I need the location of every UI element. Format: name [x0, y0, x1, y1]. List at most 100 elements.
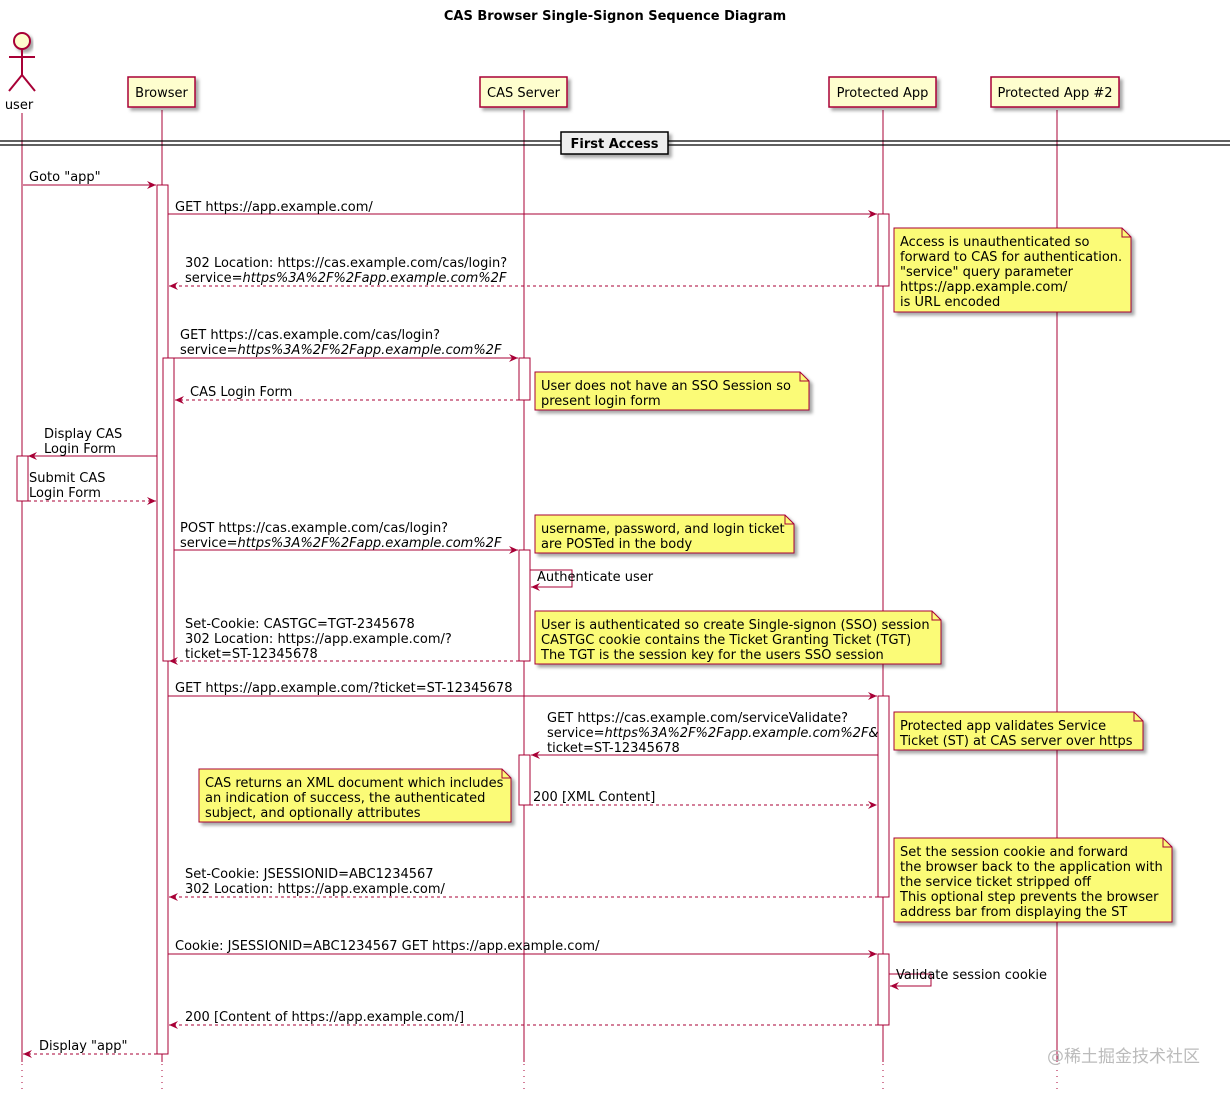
note-text: User is authenticated so create Single-s…	[541, 618, 930, 633]
note-text: CASTGC cookie contains the Ticket Granti…	[541, 633, 911, 648]
message-text: ticket=ST-12345678	[547, 741, 680, 756]
message-text: 200 [XML Content]	[533, 790, 655, 805]
note-text: the browser back to the application with	[900, 860, 1163, 875]
service-encoded: https%3A%2F%2Fapp.example.com%2F	[242, 271, 506, 286]
message-text-service: service=https%3A%2F%2Fapp.example.com%2F	[185, 271, 507, 286]
note-2: User does not have an SSO Session sopres…	[534, 371, 810, 411]
activations	[16, 184, 890, 1055]
note-text: are POSTed in the body	[541, 537, 693, 552]
note-text: an indication of success, the authentica…	[205, 791, 485, 806]
message-text: 302 Location: https://app.example.com/?	[185, 632, 452, 647]
message-15: Cookie: JSESSIONID=ABC1234567 GET https:…	[168, 939, 877, 958]
participant-protected-app: Protected App	[828, 76, 937, 108]
note-text: "service" query parameter	[900, 265, 1074, 280]
actor-user: user	[5, 32, 36, 113]
message-17: 200 [Content of https://app.example.com/…	[169, 1010, 878, 1029]
message-2: GET https://app.example.com/	[168, 200, 877, 218]
message-text: 302 Location: https://cas.example.com/ca…	[185, 256, 507, 271]
message-9: Authenticate user	[530, 569, 654, 591]
message-11: GET https://app.example.com/?ticket=ST-1…	[168, 681, 877, 700]
note-text: Protected app validates Service	[900, 719, 1106, 734]
service-prefix: service=	[547, 726, 604, 741]
message-text: GET https://cas.example.com/serviceValid…	[547, 711, 848, 726]
message-12: GET https://cas.example.com/serviceValid…	[531, 711, 879, 759]
message-text: Login Form	[44, 442, 116, 457]
activation-app-2	[877, 695, 890, 898]
note-4: User is authenticated so create Single-s…	[534, 610, 942, 665]
activation-cas-1	[518, 357, 531, 401]
activation-user	[16, 455, 29, 502]
message-text: Cookie: JSESSIONID=ABC1234567 GET https:…	[175, 939, 600, 954]
message-3: 302 Location: https://cas.example.com/ca…	[169, 256, 878, 290]
message-text: GET https://cas.example.com/cas/login?	[180, 328, 440, 343]
message-text: 302 Location: https://app.example.com/	[185, 882, 445, 897]
message-text-service: service=https%3A%2F%2Fapp.example.com%2F	[180, 343, 502, 358]
message-4: GET https://cas.example.com/cas/login?se…	[174, 328, 518, 362]
note-text: forward to CAS for authentication.	[900, 250, 1122, 265]
message-8: POST https://cas.example.com/cas/login?s…	[174, 521, 518, 554]
note-text: Access is unauthenticated so	[900, 235, 1089, 250]
note-text: https://app.example.com/	[900, 280, 1068, 295]
message-text-service: service=https%3A%2F%2Fapp.example.com%2F	[180, 536, 502, 551]
message-text: Set-Cookie: JSESSIONID=ABC1234567	[185, 867, 434, 882]
message-text: Goto "app"	[29, 170, 101, 185]
note-6: CAS returns an XML document which includ…	[198, 768, 512, 823]
message-text: ticket=ST-12345678	[185, 647, 318, 662]
participant-browser-label: Browser	[135, 86, 188, 101]
message-text: CAS Login Form	[190, 385, 292, 400]
activation-browser-inner	[162, 357, 175, 662]
diagram-title: CAS Browser Single-Signon Sequence Diagr…	[444, 9, 786, 24]
note-3: username, password, and login ticketare …	[534, 514, 795, 554]
message-13: 200 [XML Content]	[530, 790, 877, 809]
service-encoded: https%3A%2F%2Fapp.example.com%2F	[237, 536, 501, 551]
watermark-text: @稀土掘金技术社区	[1047, 1047, 1200, 1067]
message-text: Login Form	[29, 486, 101, 501]
activation-app-1	[877, 213, 890, 287]
message-18: Display "app"	[23, 1039, 157, 1058]
message-text: Submit CAS	[29, 471, 105, 486]
message-text: 200 [Content of https://app.example.com/…	[185, 1010, 464, 1025]
divider-label: First Access	[571, 137, 659, 152]
participant-cas-server: CAS Server	[479, 76, 568, 108]
note-text: present login form	[541, 394, 661, 409]
service-prefix: service=	[185, 271, 242, 286]
service-prefix: service=	[180, 343, 237, 358]
message-text: GET https://app.example.com/	[175, 200, 373, 215]
note-text: username, password, and login ticket	[541, 522, 785, 537]
note-text: subject, and optionally attributes	[205, 806, 421, 821]
note-text: Ticket (ST) at CAS server over https	[899, 734, 1133, 749]
self-arrow	[889, 973, 932, 990]
stick-figure-icon	[8, 32, 36, 92]
participant-cas-server-label: CAS Server	[487, 86, 561, 101]
activation-cas-2	[518, 549, 531, 662]
message-16: Validate session cookie	[889, 968, 1047, 990]
message-text: Set-Cookie: CASTGC=TGT-2345678	[185, 617, 415, 632]
participant-protected-app-2: Protected App #2	[990, 76, 1120, 108]
message-text: Display "app"	[39, 1039, 127, 1054]
message-text: Display CAS	[44, 427, 122, 442]
message-text: POST https://cas.example.com/cas/login?	[180, 521, 448, 536]
service-prefix: service=	[180, 536, 237, 551]
activation-app-3	[877, 953, 890, 1026]
message-text: GET https://app.example.com/?ticket=ST-1…	[175, 681, 512, 696]
divider-first-access: First Access	[0, 131, 1230, 155]
service-encoded: https%3A%2F%2Fapp.example.com%2F	[237, 343, 501, 358]
note-text: address bar from displaying the ST	[900, 905, 1127, 920]
note-text: User does not have an SSO Session so	[541, 379, 791, 394]
participant-protected-app-2-label: Protected App #2	[997, 86, 1112, 101]
message-text: Authenticate user	[537, 570, 654, 585]
note-text: This optional step prevents the browser	[899, 890, 1159, 905]
note-text: is URL encoded	[900, 295, 1000, 310]
note-text: the service ticket stripped off	[900, 875, 1092, 890]
actor-user-label: user	[5, 98, 34, 113]
participant-protected-app-label: Protected App	[837, 86, 929, 101]
note-text: The TGT is the session key for the users…	[540, 648, 884, 663]
message-text-service: service=https%3A%2F%2Fapp.example.com%2F…	[547, 726, 879, 741]
